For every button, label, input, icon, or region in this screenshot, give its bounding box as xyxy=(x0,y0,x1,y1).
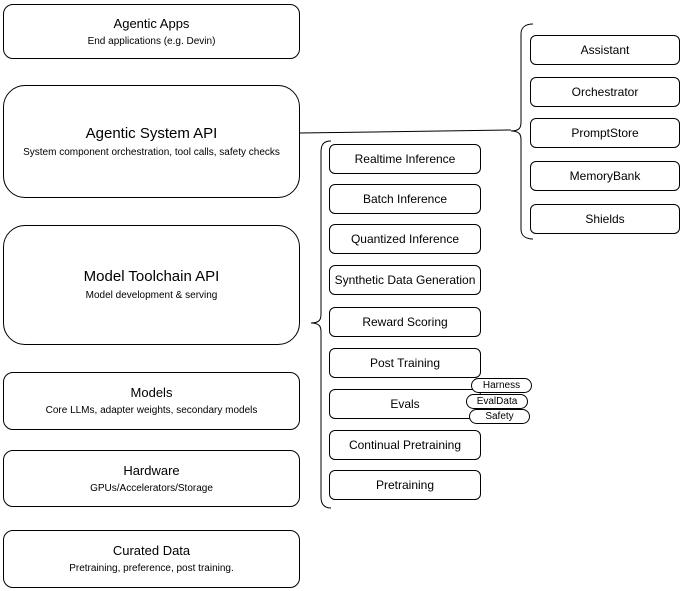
node-title: Model Toolchain API xyxy=(83,268,220,285)
node-post-training: Post Training xyxy=(329,348,481,378)
pill-evaldata: EvalData xyxy=(466,394,528,409)
node-promptstore: PromptStore xyxy=(530,118,680,148)
node-orchestrator: Orchestrator xyxy=(530,77,680,107)
node-batch-inference: Batch Inference xyxy=(329,184,481,214)
node-title: Curated Data xyxy=(112,543,191,558)
node-agentic-apps: Agentic Apps End applications (e.g. Devi… xyxy=(3,4,300,59)
node-subtitle: Pretraining, preference, post training. xyxy=(69,563,234,574)
node-subtitle: GPUs/Accelerators/Storage xyxy=(90,482,213,494)
connector-line-system-api xyxy=(299,129,512,134)
right-group-brace xyxy=(510,23,534,240)
node-curated-data: Curated Data Pretraining, preference, po… xyxy=(3,530,300,588)
pill-safety: Safety xyxy=(469,409,530,424)
node-agentic-system-api: Agentic System API System component orch… xyxy=(3,85,300,198)
pill-harness: Harness xyxy=(471,378,532,393)
node-realtime-inference: Realtime Inference xyxy=(329,144,481,174)
node-subtitle: Model development & serving xyxy=(85,290,218,301)
node-quantized-inference: Quantized Inference xyxy=(329,224,481,254)
node-title: Agentic Apps xyxy=(113,15,190,31)
node-title: Agentic System API xyxy=(85,124,218,142)
node-subtitle: End applications (e.g. Devin) xyxy=(87,35,216,47)
node-models: Models Core LLMs, adapter weights, secon… xyxy=(3,372,300,430)
node-model-toolchain-api: Model Toolchain API Model development & … xyxy=(3,225,300,345)
node-hardware: Hardware GPUs/Accelerators/Storage xyxy=(3,450,300,507)
node-assistant: Assistant xyxy=(530,35,680,65)
node-shields: Shields xyxy=(530,204,680,234)
node-subtitle: System component orchestration, tool cal… xyxy=(23,146,280,158)
node-title: Hardware xyxy=(123,462,180,478)
node-title: Models xyxy=(130,385,173,400)
node-subtitle: Core LLMs, adapter weights, secondary mo… xyxy=(45,405,258,416)
node-reward-scoring: Reward Scoring xyxy=(329,307,481,337)
node-memorybank: MemoryBank xyxy=(530,161,680,191)
node-pretraining: Pretraining xyxy=(329,470,481,500)
node-evals: Evals xyxy=(329,389,481,419)
node-continual-pretraining: Continual Pretraining xyxy=(329,430,481,460)
node-synthetic-data-generation: Synthetic Data Generation xyxy=(329,265,481,295)
middle-group-brace xyxy=(310,140,332,509)
